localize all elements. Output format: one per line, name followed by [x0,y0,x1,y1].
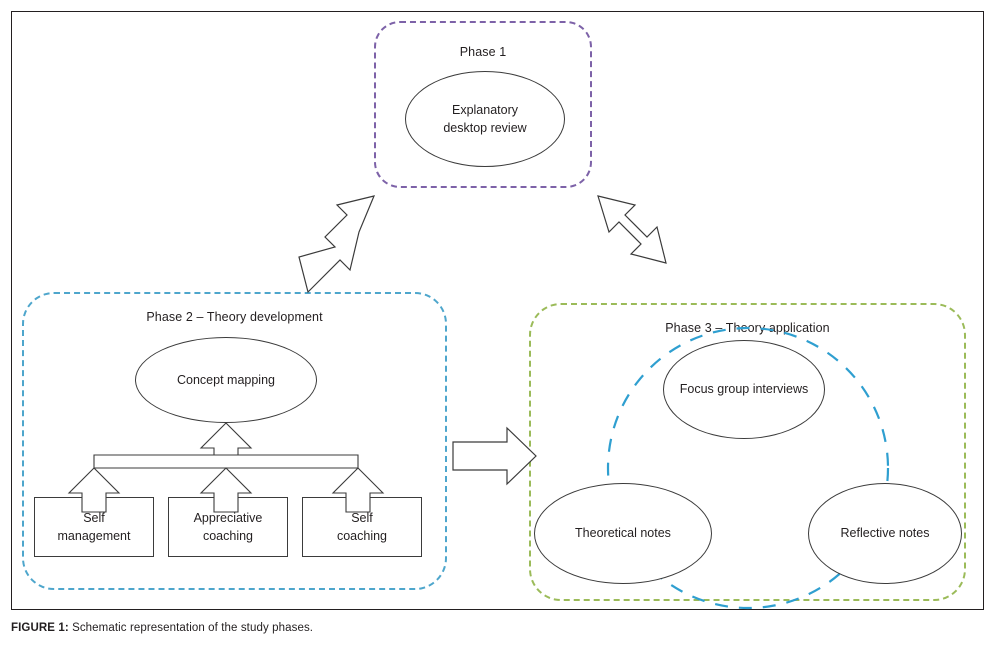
appreciative-coaching-line-1: Appreciative [193,510,263,525]
figure-caption-text: Schematic representation of the study ph… [72,622,314,634]
phase-2-container: Phase 2 – Theory development [22,292,447,590]
figure-caption: FIGURE 1: Schematic representation of th… [11,622,871,634]
node-focus-group-interviews: Focus group interviews [663,340,825,439]
node-label-wrap: Explanatory desktop review [443,101,526,137]
node-reflective-notes: Reflective notes [808,483,962,584]
appreciative-coaching-line-2: coaching [202,529,254,543]
self-management-line-2: management [57,529,131,543]
phase-1-title: Phase 1 [459,45,507,59]
figure-caption-label: FIGURE 1: [11,622,69,634]
self-coaching-line-1: Self [351,510,373,525]
node-label-wrap: Self management [58,509,131,545]
node-appreciative-coaching: Appreciative coaching [168,497,288,557]
node-label-wrap: Appreciative coaching [194,509,263,545]
self-management-line-1: Self [83,510,105,525]
explanatory-line-2: desktop review [443,121,527,135]
phase-3-title: Phase 3 – Theory application [665,321,830,335]
phase-2-title: Phase 2 – Theory development [146,310,323,324]
node-self-management: Self management [34,497,154,557]
arrow-phase1-phase2-double-headed [298,195,376,294]
node-theoretical-notes: Theoretical notes [534,483,712,584]
node-explanatory-desktop-review: Explanatory desktop review [405,71,565,167]
node-concept-mapping: Concept mapping [135,337,317,423]
self-coaching-line-2: coaching [336,529,388,543]
arrow-phase2-to-phase3-right [452,426,537,486]
node-self-coaching: Self coaching [302,497,422,557]
arrow-phase1-phase3-double-headed [597,195,667,264]
phase-1-container: Phase 1 [374,21,592,188]
node-label-wrap: Self coaching [337,509,387,545]
explanatory-line-1: Explanatory [451,102,518,117]
